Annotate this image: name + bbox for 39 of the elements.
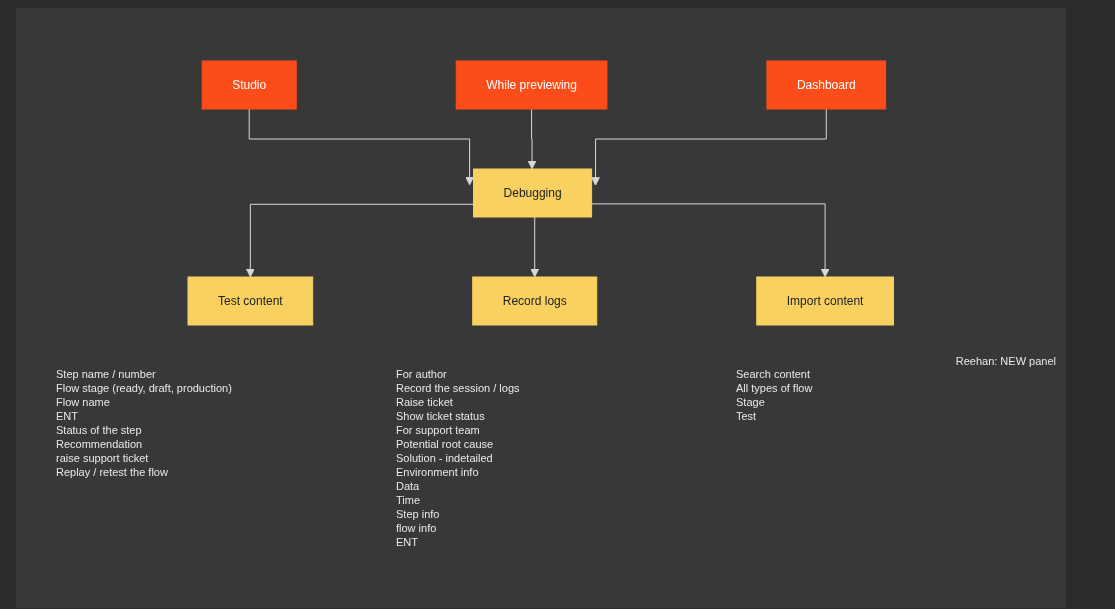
list-item: Flow name bbox=[56, 396, 111, 409]
list-item: Time bbox=[396, 494, 422, 507]
list-item: Stage bbox=[736, 396, 766, 409]
list-item: ENT bbox=[56, 410, 79, 423]
list-item: flow info bbox=[396, 522, 438, 535]
list-item: Step info bbox=[396, 508, 441, 521]
list-item: Search content bbox=[736, 368, 811, 381]
arrow bbox=[527, 108, 537, 170]
list-item: Potential root cause bbox=[396, 438, 495, 451]
node-box: Dashboard bbox=[766, 60, 887, 110]
list-item: Environment info bbox=[396, 466, 480, 479]
comment-note: Reehan: NEW panel bbox=[955, 355, 1056, 367]
arrow bbox=[248, 108, 475, 186]
arrow bbox=[591, 203, 830, 278]
list-item: For support team bbox=[396, 424, 481, 437]
node-box: Test content bbox=[187, 276, 314, 326]
list-item: Raise ticket bbox=[396, 396, 454, 409]
node-box: Debugging bbox=[473, 168, 593, 218]
list-item: Step name / number bbox=[56, 368, 157, 381]
list-item: For author bbox=[396, 368, 448, 381]
arrow bbox=[530, 216, 540, 278]
node-box: While previewing bbox=[456, 60, 608, 110]
node-box: Import content bbox=[756, 276, 895, 326]
list-item: Flow stage (ready, draft, production) bbox=[56, 382, 233, 395]
list-item: Recommendation bbox=[56, 438, 144, 451]
node-box: Record logs bbox=[472, 276, 598, 326]
list-item: Show ticket status bbox=[396, 410, 486, 423]
list-item: Test bbox=[736, 410, 758, 423]
list-item: Data bbox=[396, 480, 421, 493]
list-item: Status of the step bbox=[56, 424, 143, 437]
list-item: All types of flow bbox=[736, 382, 814, 395]
arrow bbox=[591, 108, 828, 186]
list-item: Replay / retest the flow bbox=[56, 466, 169, 479]
list-item: raise support ticket bbox=[56, 452, 150, 465]
list-item: ENT bbox=[396, 536, 419, 549]
list-item: Solution - indetailed bbox=[396, 452, 494, 465]
node-box: Studio bbox=[201, 60, 297, 110]
list-item: Record the session / logs bbox=[396, 382, 521, 395]
arrow bbox=[246, 203, 475, 278]
